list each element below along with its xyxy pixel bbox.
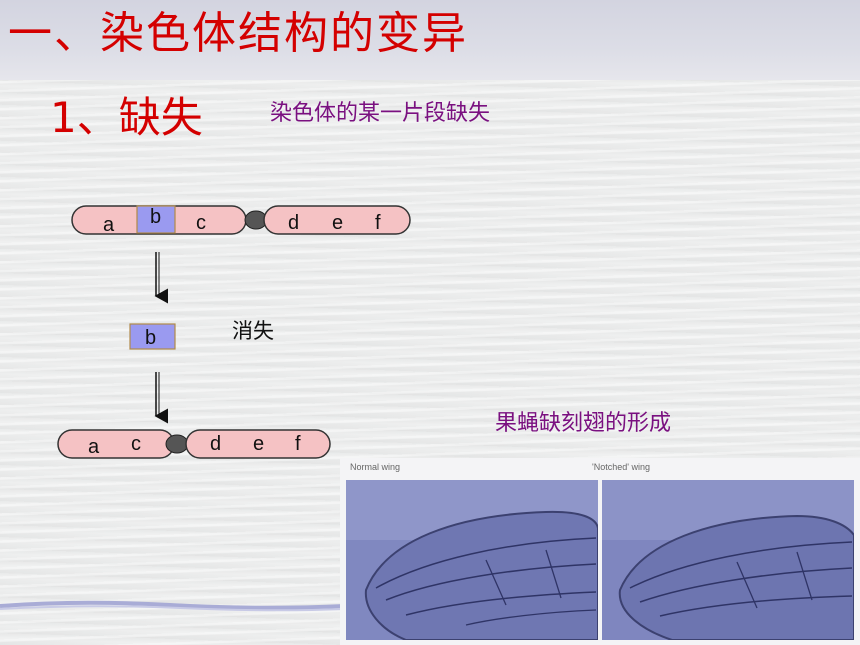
gene-label-b: b xyxy=(150,206,161,228)
result-right-arm xyxy=(185,429,331,459)
gene-label-d: d xyxy=(288,212,299,234)
notched-wing-photo xyxy=(602,480,854,640)
result-left-arm xyxy=(57,429,175,459)
normal-wing-label: Normal wing xyxy=(350,462,401,472)
photo-caption: 果蝇缺刻翅的形成 xyxy=(495,411,672,436)
result-gene-label-a: a xyxy=(88,436,100,458)
deleted-segment: b xyxy=(129,323,176,350)
original-right-arm xyxy=(263,205,411,235)
slide-title: 一、染色体结构的变异 xyxy=(8,8,468,59)
resulting-chromosome: a c d e f xyxy=(57,429,331,459)
result-gene-label-c: c xyxy=(131,433,141,455)
notched-wing-label: 'Notched' wing xyxy=(592,462,650,472)
title-band xyxy=(0,0,860,80)
result-centromere xyxy=(165,434,189,454)
deleted-segment-box xyxy=(129,323,176,350)
section-heading: 1、缺失 xyxy=(50,93,203,142)
gene-label-c: c xyxy=(196,212,206,234)
gene-label-f: f xyxy=(375,212,381,234)
disappear-label: 消失 xyxy=(232,319,274,343)
gene-label-e: e xyxy=(332,212,343,234)
result-gene-label-e: e xyxy=(253,433,264,455)
original-chromosome: a b c d e f xyxy=(71,205,411,236)
wing-photo-panel: Normal wing 'Notched' wing xyxy=(340,458,860,645)
decorative-rule xyxy=(0,600,345,612)
result-gene-label-d: d xyxy=(210,433,221,455)
normal-wing-photo xyxy=(346,480,598,640)
original-segment-b xyxy=(136,205,176,234)
gene-label-a: a xyxy=(103,214,115,236)
result-gene-label-f: f xyxy=(295,433,301,455)
deleted-segment-label: b xyxy=(145,327,156,349)
definition-text: 染色体的某一片段缺失 xyxy=(270,101,491,126)
